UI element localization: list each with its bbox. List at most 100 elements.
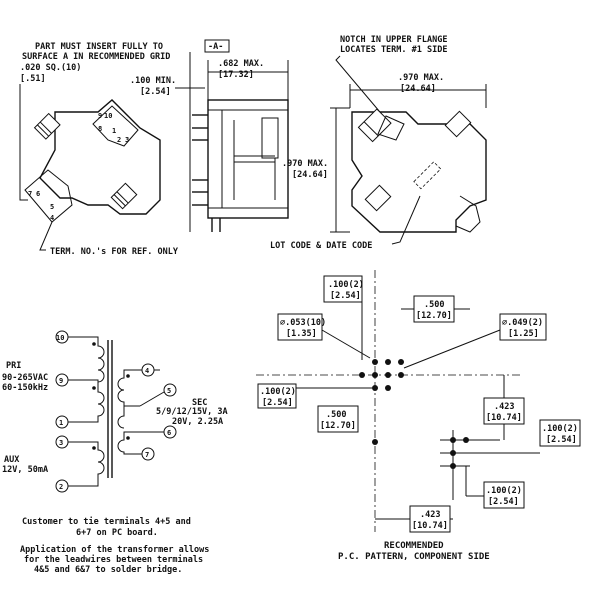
insert-note-line2: SURFACE A IN RECOMMENDED GRID	[22, 52, 170, 62]
core-notch-lr	[110, 182, 138, 210]
pin-1: 1	[112, 127, 116, 135]
notch-note-line1: NOTCH IN UPPER FLANGE	[340, 35, 447, 45]
dim-423b-mm: [10.74]	[412, 521, 448, 531]
dim-682-mm: [17.32]	[218, 70, 254, 80]
pri-label: PRI	[6, 361, 21, 371]
dim-500a-mm: [12.70]	[416, 311, 452, 321]
top-core-outline	[351, 111, 487, 233]
dim-049-in: ⌀.049(2)	[502, 318, 543, 328]
term-6: 6	[167, 429, 171, 437]
sec-rating-2: 20V, 2.25A	[172, 417, 223, 427]
dim-box-500b	[317, 405, 359, 433]
top-view: NOTCH IN UPPER FLANGE LOCATES TERM. #1 S…	[270, 35, 487, 251]
dim-box-100d	[483, 481, 525, 509]
dim-100c-mm: [2.54]	[546, 435, 577, 445]
dim-box-500a	[413, 295, 455, 323]
dim-682-in: .682 MAX.	[218, 59, 264, 69]
term-leader	[39, 221, 53, 251]
dim-100-in: .100 MIN.	[130, 76, 176, 86]
pin-4: 4	[50, 214, 54, 222]
dim-box-049	[499, 313, 547, 341]
primary-coil	[68, 336, 105, 423]
dim-500b-mm: [12.70]	[320, 421, 356, 431]
pin-7: 7	[28, 190, 32, 198]
core-outline	[39, 99, 161, 215]
term-7: 7	[145, 451, 149, 459]
aux-coil	[68, 441, 105, 487]
term-10: 10	[56, 334, 64, 342]
term-9: 9	[59, 377, 63, 385]
lot-code-box	[413, 161, 442, 190]
rec-label-line1: RECOMMENDED	[384, 541, 444, 551]
aux-label: AUX	[4, 455, 19, 465]
dim-423a-in: .423	[494, 402, 514, 412]
sec-label: SEC	[192, 398, 207, 408]
dim-970w-mm: [24.64]	[400, 84, 436, 94]
grid-leader	[19, 84, 28, 201]
dim-049-mm: [1.25]	[508, 329, 539, 339]
pin-6: 6	[36, 190, 40, 198]
dim-box-100c	[539, 419, 581, 447]
datum-label: -A-	[208, 42, 223, 52]
aux-rating: 12V, 50mA	[2, 465, 48, 475]
dim-box-100b	[257, 383, 297, 409]
term-4: 4	[145, 367, 149, 375]
pc-pattern: .100(2) [2.54] ⌀.053(10) [1.35] .500 [12…	[256, 270, 581, 562]
app-note-line3: 4&5 and 6&7 to solder bridge.	[34, 564, 182, 575]
lot-code-leader	[391, 195, 421, 245]
core-leg	[261, 117, 279, 159]
pin-2: 2	[117, 136, 121, 144]
dim-box-053	[277, 313, 323, 341]
grid-note-line1: .020 SQ.(10)	[20, 63, 81, 73]
insert-note-line1: PART MUST INSERT FULLY TO	[35, 42, 163, 52]
side-pins	[192, 114, 221, 232]
pin-5: 5	[50, 203, 54, 211]
dim-423b-in: .423	[420, 510, 440, 520]
schematic: 10 9 1 3 2 4 5 6 7 PRI 90-265VAC 60-150k…	[2, 330, 228, 575]
dim-box-100a	[323, 275, 363, 303]
bobbin-body	[207, 99, 289, 219]
dim-100a-in: .100(2)	[328, 280, 364, 290]
dim-970w-in: .970 MAX.	[398, 73, 444, 83]
pin-9: 9	[98, 112, 102, 120]
lot-code-note: LOT CODE & DATE CODE	[270, 241, 372, 251]
dim-100d-mm: [2.54]	[488, 497, 519, 507]
pin-block-bottom	[24, 169, 73, 223]
dim-100b-in: .100(2)	[260, 387, 296, 397]
dim-box-423b	[409, 505, 451, 533]
dim-500b-in: .500	[326, 410, 346, 420]
top-notch	[357, 108, 392, 143]
term-2: 2	[59, 483, 63, 491]
bottom-view: PART MUST INSERT FULLY TO SURFACE A IN R…	[19, 42, 179, 257]
term-5: 5	[167, 387, 171, 395]
dim-100d-in: .100(2)	[486, 486, 522, 496]
pin-3: 3	[125, 136, 129, 144]
dim-053-mm: [1.35]	[286, 329, 317, 339]
dim-500a-in: .500	[424, 300, 444, 310]
sec-rating-1: 5/9/12/15V, 3A	[156, 407, 228, 417]
term-ref-note: TERM. NO.'s FOR REF. ONLY	[50, 247, 179, 257]
grid-note-line2: [.51]	[20, 74, 46, 84]
dim-970h-mm: [24.64]	[292, 170, 328, 180]
pin-8: 8	[98, 125, 102, 133]
pri-frequency: 60-150kHz	[2, 383, 48, 393]
side-view: -A- .682 MAX. [17.32] .100 MIN. [2.54]	[130, 39, 289, 232]
dim-423a-mm: [10.74]	[486, 413, 522, 423]
pin-block-top	[92, 105, 139, 147]
core-notch-ul	[33, 112, 61, 140]
dim-100-mm: [2.54]	[140, 87, 171, 97]
notch-leader	[335, 55, 386, 119]
datum-box	[204, 39, 230, 53]
pad-grid-main	[359, 359, 404, 445]
tie-note-line1: Customer to tie terminals 4+5 and	[22, 516, 191, 527]
app-note-line2: for the leadwires between terminals	[24, 554, 203, 565]
secondary-coil	[117, 369, 152, 455]
dim-100c-in: .100(2)	[542, 424, 578, 434]
dim-053-in: ⌀.053(10)	[280, 318, 326, 328]
dim-100a-mm: [2.54]	[330, 291, 361, 301]
app-note-line1: Application of the transformer allows	[20, 544, 209, 555]
notch-note-line2: LOCATES TERM. #1 SIDE	[340, 45, 447, 55]
term-1: 1	[59, 419, 63, 427]
